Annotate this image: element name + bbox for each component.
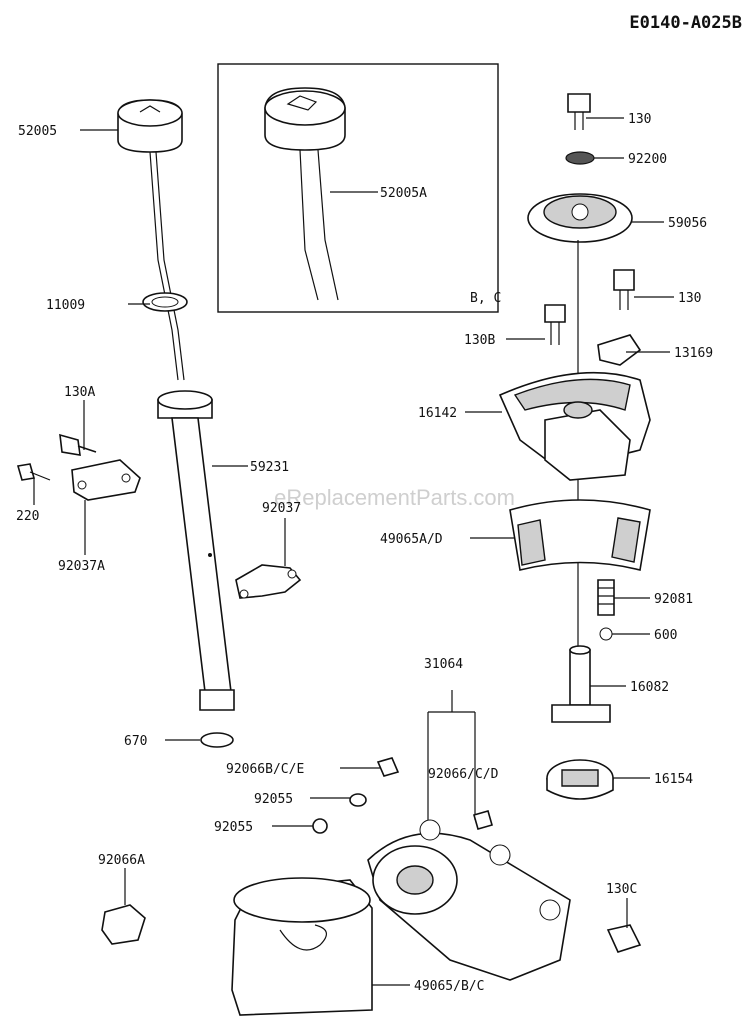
callout-130-mid: 130 [678, 291, 701, 306]
callout-600: 600 [654, 628, 677, 643]
left-brackets [16, 433, 302, 599]
callout-130A: 130A [64, 385, 95, 400]
callout-92055a: 92055 [254, 792, 293, 807]
callout-52005: 52005 [18, 124, 57, 139]
callout-16142: 16142 [418, 406, 457, 421]
callout-11009: 11009 [46, 298, 85, 313]
callout-31064: 31064 [424, 657, 463, 672]
leader-lines [33, 117, 674, 986]
callout-16154: 16154 [654, 772, 693, 787]
callout-92037: 92037 [262, 501, 301, 516]
inset-box: B, C 52005A [217, 63, 501, 313]
callout-92081: 92081 [654, 592, 693, 607]
callout-52005A: 52005A [380, 186, 427, 201]
callout-49065AD: 49065A/D [380, 532, 443, 547]
callout-92066A: 92066A [98, 853, 145, 868]
callout-59056: 59056 [668, 216, 707, 231]
callout-92037A: 92037A [58, 559, 105, 574]
callout-670: 670 [124, 734, 147, 749]
callout-92200: 92200 [628, 152, 667, 167]
callout-labels: 52005 11009 130A 220 92037A 59231 92037 … [16, 112, 713, 994]
callout-92066CD: 92066/C/D [428, 767, 499, 782]
inset-label: B, C [470, 291, 501, 306]
callout-92055b: 92055 [214, 820, 253, 835]
callout-59231: 59231 [250, 460, 289, 475]
callout-130C: 130C [606, 882, 637, 897]
dipstick-assembly [117, 99, 235, 748]
watermark: eReplacementParts.com [274, 485, 515, 510]
callout-130B: 130B [464, 333, 495, 348]
callout-13169: 13169 [674, 346, 713, 361]
callout-92066BCE: 92066B/C/E [226, 762, 304, 777]
callout-49065BC: 49065/B/C [414, 979, 484, 994]
oil-filter-housing [101, 690, 642, 1016]
diagram-code: E0140-A025B [629, 13, 742, 33]
callout-220: 220 [16, 509, 39, 524]
callout-130-top: 130 [628, 112, 651, 127]
strainer-and-pump-parts [509, 499, 651, 800]
callout-16082: 16082 [630, 680, 669, 695]
governor-gear-stack [498, 93, 651, 650]
